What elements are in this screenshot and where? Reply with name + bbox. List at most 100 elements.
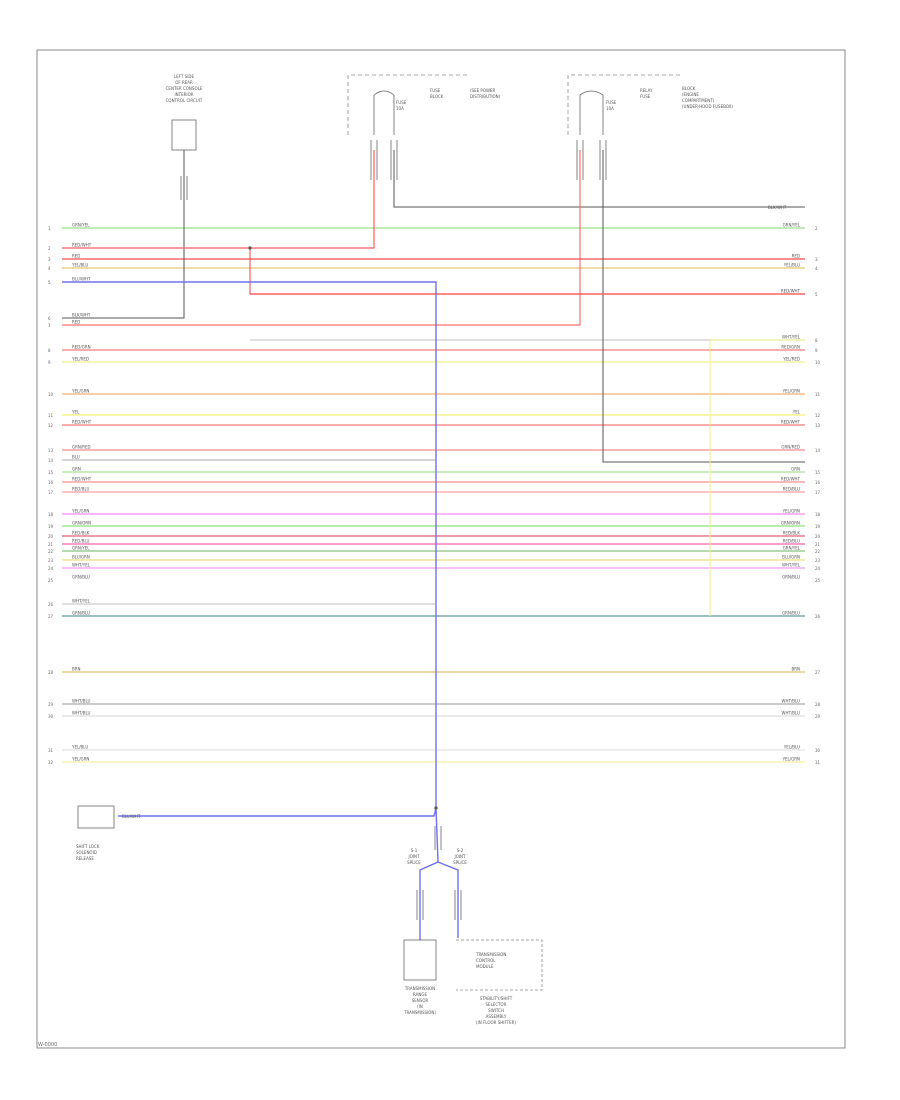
left-wire-label-9: RED/GRN [72, 345, 91, 350]
left-wire-label-30: WHT/BLU [72, 699, 91, 704]
left-wire-label-14: GRN/RED [72, 445, 91, 450]
left-pin-12: 11 [48, 413, 54, 418]
right-wire-label-21: RED/BLK [783, 531, 801, 536]
left-wire-label-2: RED [72, 254, 80, 259]
right-pin-26: 25 [815, 578, 821, 583]
left-pin-4: 5 [48, 280, 51, 285]
right-wire-label-20: GRN/ORN [781, 521, 800, 526]
right-wire-label-8: WHT/YEL [782, 335, 801, 340]
right-pin-5: 5 [815, 292, 818, 297]
splice-a-label-0: S-1 [411, 848, 418, 853]
splice-b-label-1: JOINT [454, 854, 467, 859]
right-wire-label-2: RED [792, 254, 800, 259]
right-wire-label-10: YEL/RED [782, 357, 800, 362]
left-pin-25: 24 [48, 566, 54, 571]
left-wire-label-32: YEL/BLU [71, 745, 88, 750]
left-wire-label-19: YEL/GRN [71, 509, 89, 514]
fuse-a-label-0: FUSE [396, 100, 407, 105]
left-pin-23: 22 [48, 549, 54, 554]
right-wire-label-17: RED/WHT [781, 477, 801, 482]
left-pin-26: 25 [48, 578, 54, 583]
shift-lock-wire-label: BLU/WHT [122, 814, 141, 819]
right-wire-label-16: GRN [791, 467, 800, 472]
right-pin-17: 16 [815, 480, 821, 485]
wire-yellow-right-loop [709, 339, 805, 616]
fuse-b-block-label-3: (ENGINE [682, 92, 699, 97]
wire-red-jumper [249, 248, 805, 295]
left-pin-17: 16 [48, 480, 54, 485]
left-pin-3: 4 [48, 266, 51, 271]
wire-red-fuse-a [62, 150, 375, 249]
fuse-b-block-label-2: BLOCK [682, 86, 696, 91]
right-pin-8: 8 [815, 338, 818, 343]
left-pin-32: 31 [48, 748, 54, 753]
right-wire-label-24: BLU/GRN [782, 555, 800, 560]
left-pin-18: 17 [48, 490, 54, 495]
left-wire-label-4: BLU/WHT [72, 277, 91, 282]
right-pin-32: 30 [815, 748, 821, 753]
left-pin-21: 20 [48, 534, 54, 539]
left-wire-label-20: GRN/ORN [72, 521, 91, 526]
right-pin-31: 29 [815, 714, 821, 719]
left-pin-16: 15 [48, 470, 54, 475]
fuse-a-block-label-2: (SEE POWER [470, 88, 495, 93]
trans-control-label-0: TRANSMISSION [475, 952, 506, 957]
trans-control-label-1: CONTROL [476, 958, 496, 963]
top-left-label-4: CONTROL CIRCUIT [166, 98, 203, 103]
right-wire-label-29: BRN [791, 667, 800, 672]
fuse-b-block-label-0: RELAY [640, 88, 653, 93]
right-pin-25: 24 [815, 566, 821, 571]
fuse-block-a: FUSE 10A FUSE BLOCK (SEE POWER DISTRIBUT… [347, 74, 501, 135]
right-pin-33: 31 [815, 760, 821, 765]
left-wire-label-28: GRN/BLU [72, 611, 90, 616]
right-wire-label-22: RED/BLU [783, 539, 801, 544]
left-wire-label-13: RED/WHT [72, 420, 92, 425]
right-wire-label-32: YEL/BLU [783, 745, 800, 750]
shift-switch-label-4: (IN FLOOR SHIFTER) [476, 1020, 516, 1025]
fuse-b-label-0: FUSE [606, 100, 617, 105]
left-wire-label-10: YEL/RED [71, 357, 89, 362]
splice-a-label-2: SPLICE [407, 860, 421, 865]
fuse-b-block-label-5: (UNDER-HOOD FUSEBOX) [682, 104, 733, 109]
fuse-a-block-label-1: BLOCK [430, 94, 444, 99]
right-pin-30: 28 [815, 702, 821, 707]
right-pin-23: 22 [815, 549, 821, 554]
left-pin-9: 8 [48, 348, 51, 353]
fuse-b-label-1: 10A [606, 106, 614, 111]
trans-range-label-3: (IN [417, 1004, 423, 1009]
footer-code: W-0000 [38, 1042, 58, 1048]
fuse-a-block-label-0: FUSE [430, 88, 441, 93]
left-pin-2: 3 [48, 257, 51, 262]
right-pin-16: 15 [815, 470, 821, 475]
shift-switch-label-0: STABILITY/SHIFT [480, 996, 513, 1001]
trans-range-label-2: SENSOR [412, 998, 429, 1003]
right-pin-21: 20 [815, 534, 821, 539]
top-left-label-3: INTERIOR [174, 92, 193, 97]
left-pin-30: 29 [48, 702, 54, 707]
right-wire-label-18: RED/BLU [783, 487, 801, 492]
left-pin-20: 19 [48, 524, 54, 529]
top-left-label-0: LEFT SIDE [174, 74, 195, 79]
top-left-component: LEFT SIDE OF REAR CENTER CONSOLE INTERIO… [166, 74, 203, 170]
shift-lock-label-2: RELEASE [76, 856, 94, 861]
right-wire-label-23: GRN/YEL [783, 546, 801, 551]
left-pin-10: 9 [48, 360, 51, 365]
right-pin-9: 9 [815, 348, 818, 353]
trans-control-label-2: MODULE [476, 964, 494, 969]
wire-red-fuse-b [62, 150, 581, 326]
right-pin-2: 3 [815, 257, 818, 262]
left-wire-label-33: YEL/GRN [71, 757, 89, 762]
left-pin-28: 27 [48, 614, 54, 619]
right-wire-label-0: GRN/YEL [783, 223, 801, 228]
right-wire-label-12: YEL [792, 410, 801, 415]
trans-range-label-1: RANGE [413, 992, 427, 997]
transmission-range-sensor: TRANSMISSION RANGE SENSOR (IN TRANSMISSI… [403, 939, 437, 1015]
fuse-b-block-label-4: COMPARTMENT) [682, 98, 715, 103]
left-wire-label-12: YEL [71, 410, 80, 415]
right-wire-label-19: YEL/GRN [782, 509, 800, 514]
fuse-a-block-label-3: DISTRIBUTION) [470, 94, 501, 99]
right-wire-label-3: YEL/BLU [783, 263, 800, 268]
right-pin-29: 27 [815, 670, 821, 675]
right-wire-label-30: WHT/BLU [782, 699, 801, 704]
